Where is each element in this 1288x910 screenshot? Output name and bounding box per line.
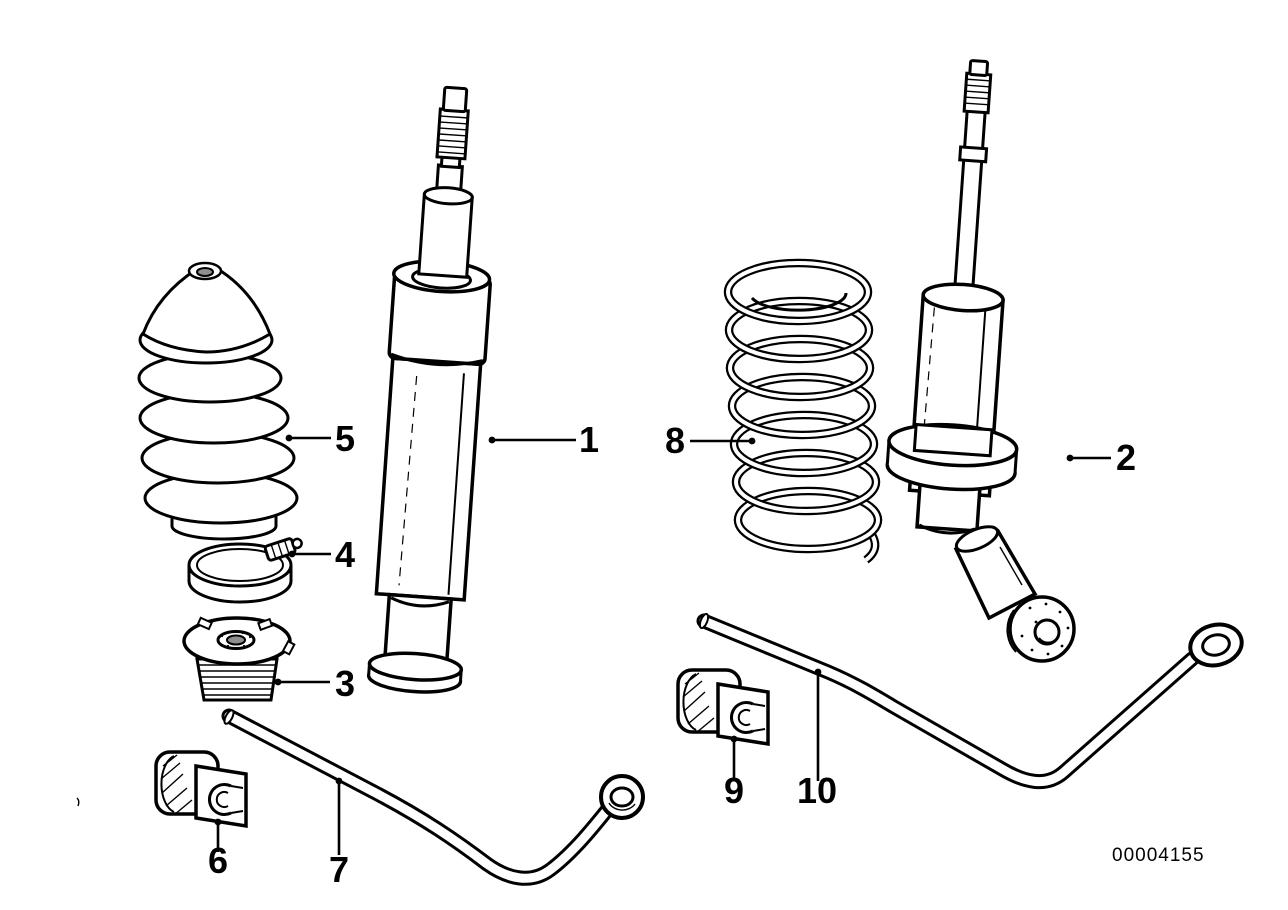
- stray-mark: [76, 797, 80, 807]
- callout-10-label[interactable]: 10: [797, 770, 837, 811]
- callout-5-label[interactable]: 5: [335, 418, 355, 459]
- coil-spring: [723, 258, 883, 564]
- callout-2-label[interactable]: 2: [1116, 437, 1136, 478]
- cap-stipple: [220, 631, 252, 650]
- front-stabilizer-bushing: [154, 750, 248, 829]
- callout-7-label[interactable]: 7: [329, 849, 349, 890]
- callout-9-label[interactable]: 9: [724, 770, 744, 811]
- callout-9[interactable]: 9: [724, 735, 744, 811]
- callout-7[interactable]: 7: [329, 777, 349, 890]
- bushing-hatch: [160, 754, 193, 816]
- rear-stabilizer-bushing: [676, 668, 770, 747]
- callout-2[interactable]: 2: [1066, 437, 1136, 478]
- callout-10[interactable]: 10: [797, 668, 837, 811]
- callout-8-label[interactable]: 8: [665, 420, 685, 461]
- piston-rod: [417, 192, 474, 279]
- callouts: 1 2 3 4 5 6 7 8: [208, 418, 1136, 890]
- clamp-screw: [263, 537, 303, 562]
- boot-clamp: [187, 537, 303, 604]
- callout-6-label[interactable]: 6: [208, 840, 228, 881]
- callout-6[interactable]: 6: [208, 818, 228, 881]
- shock-bottom-flange: [367, 651, 464, 682]
- boot-cone: [141, 263, 272, 354]
- callout-1-label[interactable]: 1: [579, 419, 599, 460]
- rear-shock-eye-mount: [953, 525, 1076, 663]
- rubber-bellows-boot: [137, 261, 299, 541]
- rear-stud-threads: [965, 78, 990, 106]
- callout-3-label[interactable]: 3: [335, 663, 355, 704]
- threaded-collar-cap: [182, 616, 296, 702]
- rear-stabilizer-bar: [696, 612, 1244, 790]
- front-shock-absorber: [366, 85, 492, 694]
- callout-4[interactable]: 4: [288, 534, 355, 575]
- shock-body-tube: [374, 356, 483, 602]
- rear-piston-rod: [952, 107, 987, 304]
- bushing-hatch: [682, 672, 715, 734]
- callout-4-label[interactable]: 4: [335, 534, 355, 575]
- callout-8[interactable]: 8: [665, 420, 756, 461]
- rear-shock-absorber: [885, 59, 1019, 535]
- callout-3[interactable]: 3: [274, 663, 355, 704]
- stud-thread-lines: [438, 115, 467, 155]
- callout-1[interactable]: 1: [488, 419, 599, 460]
- front-stabilizer-bar: [221, 708, 645, 886]
- drawing-number: 00004155: [1112, 845, 1205, 866]
- callout-5[interactable]: 5: [285, 418, 355, 459]
